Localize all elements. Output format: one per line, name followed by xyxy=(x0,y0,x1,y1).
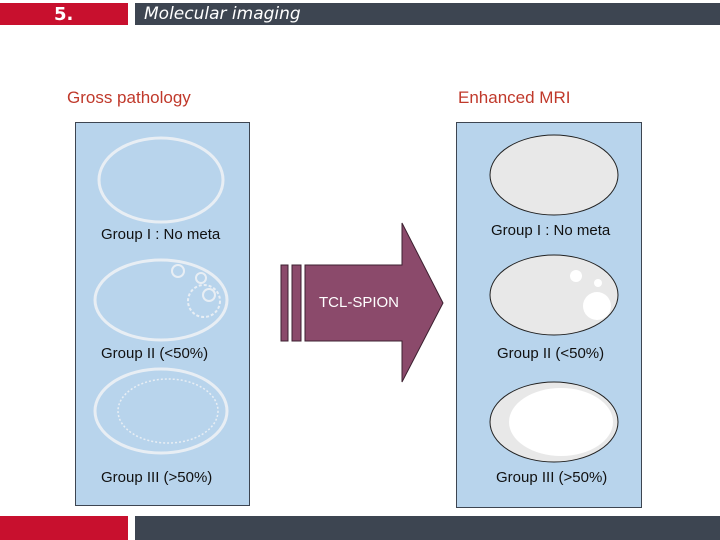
gross-pathology-panel xyxy=(75,122,250,506)
mri-lesion-3 xyxy=(583,292,611,320)
specimen-group-1 xyxy=(97,136,225,224)
mri-lesion-2 xyxy=(594,279,602,287)
left-group-1-label: Group I : No meta xyxy=(101,226,221,243)
mri-group-1 xyxy=(489,134,619,216)
enhanced-mri-panel xyxy=(456,122,642,508)
mri-lesion-1 xyxy=(570,270,582,282)
specimen-group-3 xyxy=(93,367,229,455)
right-group-1-label: Group I : No meta xyxy=(491,222,611,239)
right-group-2-label: Group II (<50%) xyxy=(497,345,605,362)
specimen-group-2 xyxy=(93,258,229,342)
slide-number: 5. xyxy=(54,4,74,25)
arrow-body xyxy=(304,222,444,383)
slide-number-box xyxy=(0,3,128,25)
mri-group-2 xyxy=(489,254,619,336)
arrow-tail-bar-1 xyxy=(280,264,289,342)
tcl-spion-label: TCL-SPION xyxy=(319,294,400,311)
footer-accent-bar xyxy=(0,516,128,540)
tcl-spion-arrow xyxy=(280,222,444,383)
footer-bar xyxy=(135,516,720,540)
left-group-3-label: Group III (>50%) xyxy=(101,469,213,486)
slide-title: Molecular imaging xyxy=(144,4,301,24)
lesion-small-1 xyxy=(171,264,185,278)
lesion-medium xyxy=(187,284,221,318)
arrow-tail-bar-2 xyxy=(291,264,302,342)
gross-pathology-illustrations xyxy=(93,136,229,455)
lesion-small-2 xyxy=(195,272,207,284)
left-group-2-label: Group II (<50%) xyxy=(101,345,209,362)
lesion-large-outline xyxy=(117,378,219,444)
enhanced-mri-heading: Enhanced MRI xyxy=(458,88,571,107)
gross-pathology-heading: Gross pathology xyxy=(67,88,191,107)
mri-illustrations xyxy=(489,134,619,463)
header-bar xyxy=(135,3,720,25)
right-group-3-label: Group III (>50%) xyxy=(496,469,608,486)
mri-lesion-large xyxy=(509,388,613,456)
lesion-ring-small xyxy=(202,288,216,302)
